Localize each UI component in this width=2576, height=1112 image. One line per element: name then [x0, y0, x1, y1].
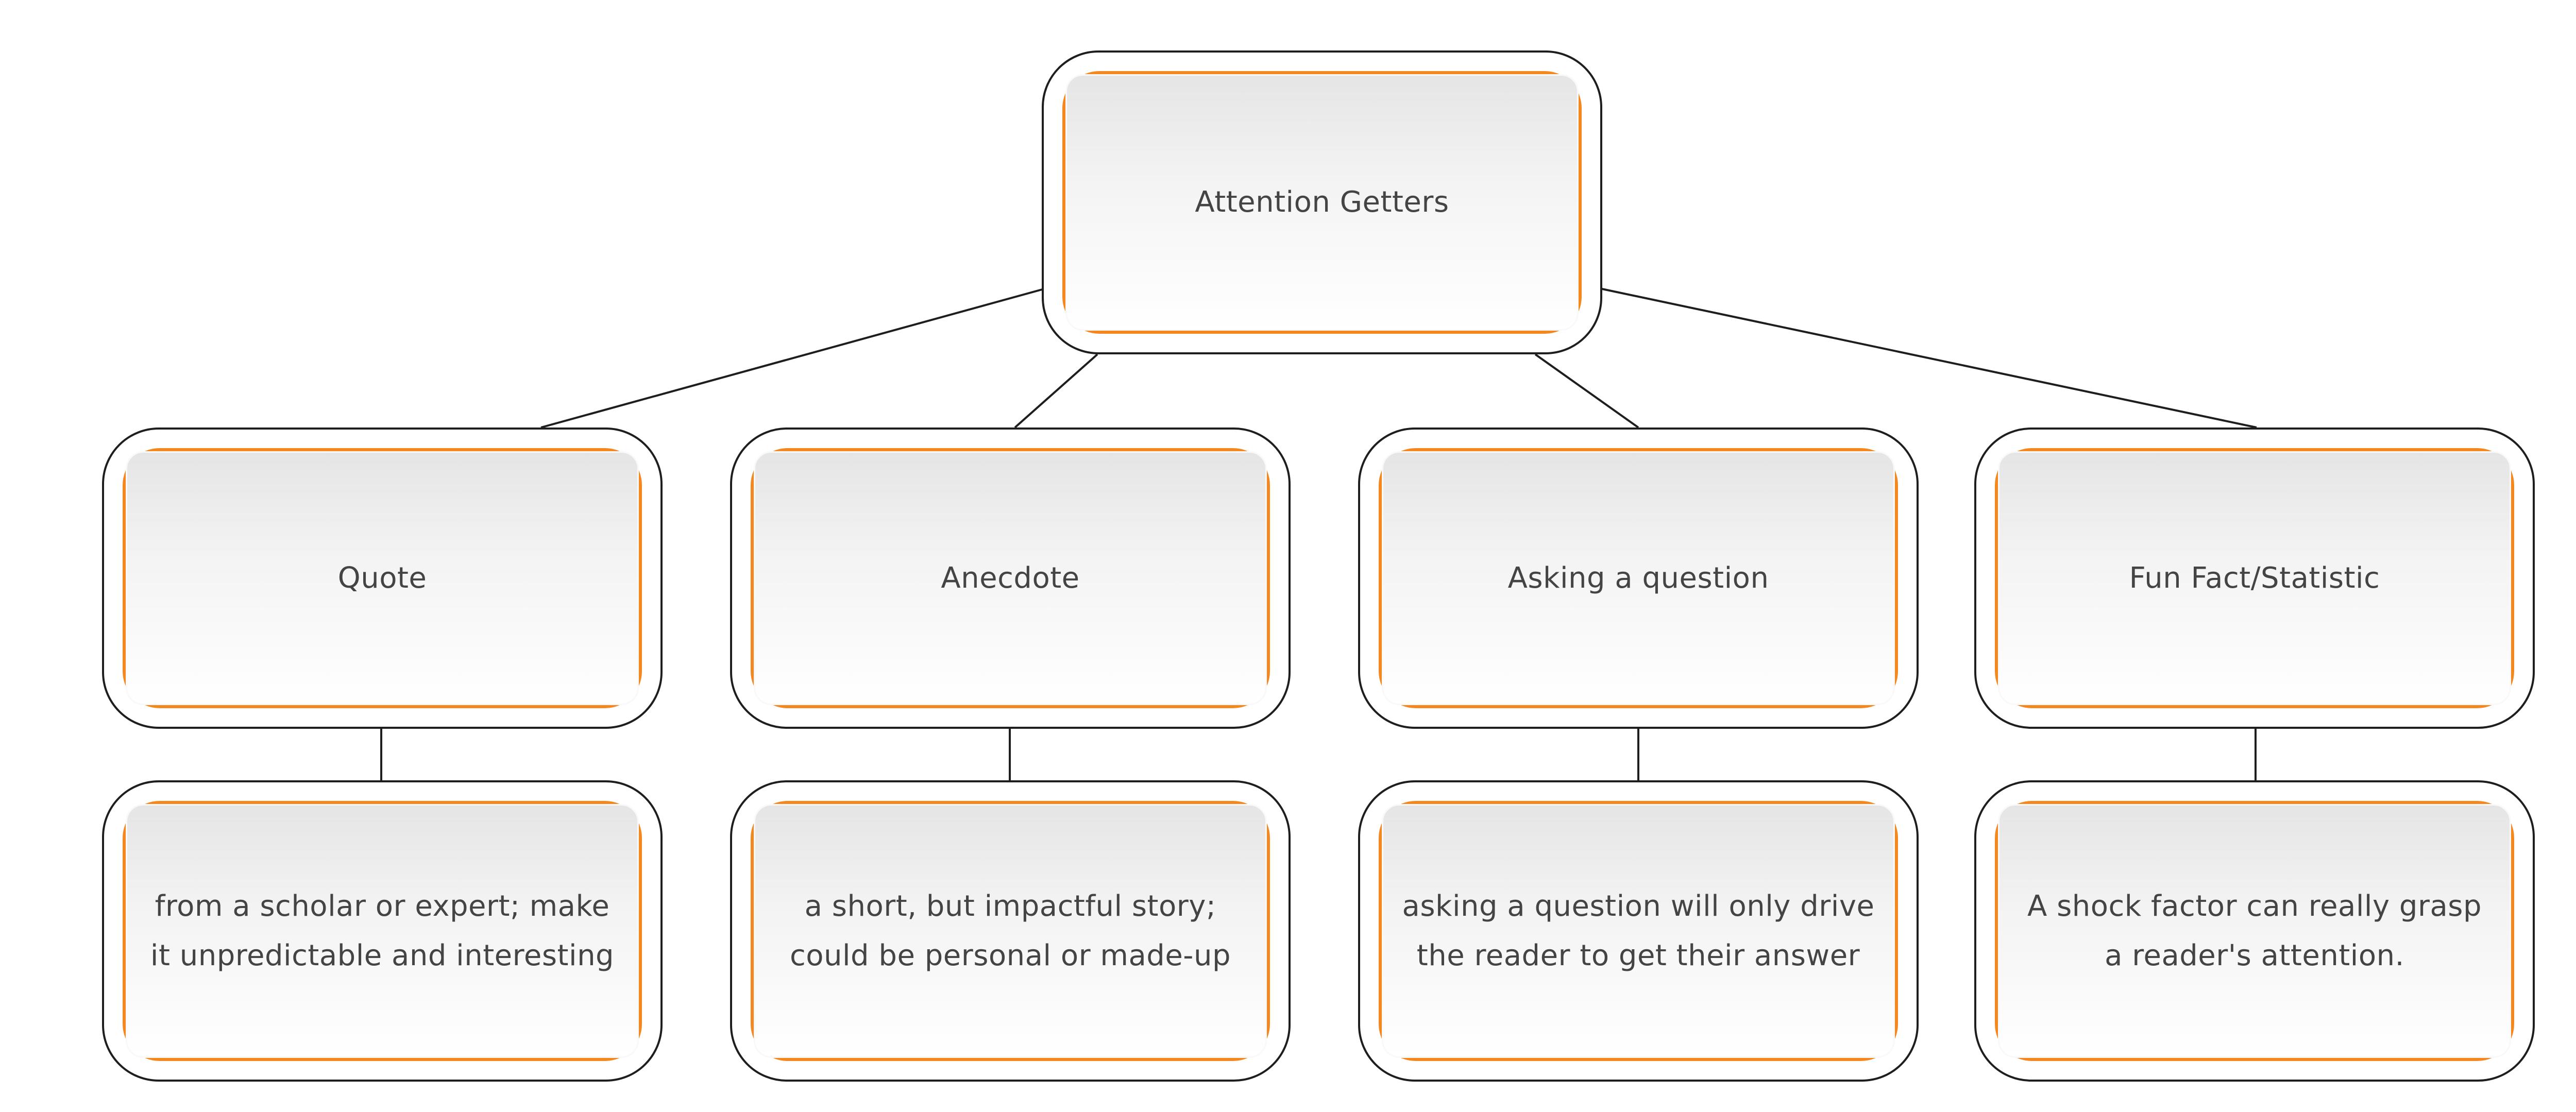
- category-node-body: Quote: [126, 451, 639, 705]
- detail-node-anecdote: a short, but impactful story; could be p…: [730, 780, 1291, 1082]
- connector-root-to-quote: [540, 287, 1046, 429]
- detail-node-quote: from a scholar or expert; make it unpred…: [102, 780, 663, 1082]
- detail-node-asking-a-question: asking a question will only drive the re…: [1358, 780, 1919, 1082]
- detail-node-text: from a scholar or expert; make it unpred…: [150, 889, 615, 972]
- detail-node-text: a short, but impactful story; could be p…: [789, 889, 1231, 972]
- category-node-quote: Quote: [102, 427, 663, 729]
- root-node-label: Attention Getters: [1195, 185, 1449, 219]
- detail-node-body: asking a question will only drive the re…: [1382, 804, 1895, 1058]
- category-node-label: Anecdote: [941, 561, 1080, 595]
- category-node-label: Asking a question: [1507, 561, 1769, 595]
- category-node-body: Asking a question: [1382, 451, 1895, 705]
- connector-root-to-anecdote: [1014, 353, 1098, 429]
- category-node-asking-a-question: Asking a question: [1358, 427, 1919, 729]
- category-node-anecdote: Anecdote: [730, 427, 1291, 729]
- category-node-label: Quote: [337, 561, 427, 595]
- detail-node-fun-fact: A shock factor can really grasp a reader…: [1974, 780, 2535, 1082]
- category-node-label: Fun Fact/Statistic: [2129, 561, 2380, 595]
- detail-node-body: from a scholar or expert; make it unpred…: [126, 804, 639, 1058]
- detail-node-text: A shock factor can really grasp a reader…: [2027, 889, 2482, 972]
- detail-node-body: A shock factor can really grasp a reader…: [1998, 804, 2511, 1058]
- detail-node-text: asking a question will only drive the re…: [1402, 889, 1875, 972]
- detail-node-body: a short, but impactful story; could be p…: [754, 804, 1267, 1058]
- root-node-body: Attention Getters: [1065, 74, 1579, 331]
- root-node: Attention Getters: [1042, 50, 1602, 354]
- connector-root-to-asking-a-question: [1534, 353, 1639, 429]
- connector-root-to-fun-fact: [1599, 287, 2257, 429]
- category-node-fun-fact: Fun Fact/Statistic: [1974, 427, 2535, 729]
- category-node-body: Fun Fact/Statistic: [1998, 451, 2511, 705]
- category-node-body: Anecdote: [754, 451, 1267, 705]
